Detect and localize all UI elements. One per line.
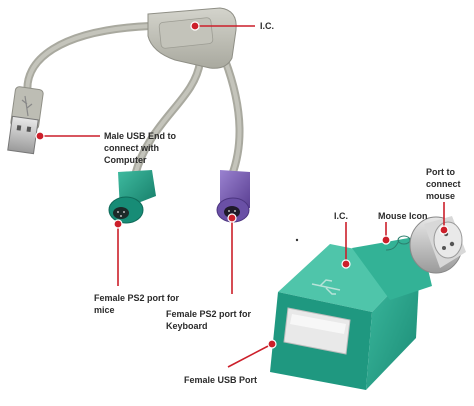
label-ic-adapter: I.C. <box>334 211 349 221</box>
label-usb-port: Female USB Port <box>184 375 258 385</box>
cable-hub <box>147 7 237 69</box>
green-ps2-connector <box>108 170 156 224</box>
usb-icon <box>311 279 341 295</box>
label-ic-top: I.C. <box>260 21 275 31</box>
label-male-usb: Male USB End to connect with Computer <box>104 131 177 165</box>
label-ps2-mice: Female PS2 port for mice <box>94 293 180 315</box>
label-port-mouse: Port to connect mouse <box>426 167 461 201</box>
usb-ps2-adapter <box>270 216 466 390</box>
label-mouse-icon: Mouse Icon <box>378 211 428 221</box>
usb-icon <box>21 95 33 117</box>
label-ps2-keyboard: Female PS2 port for Keyboard <box>166 309 252 331</box>
male-usb-plug <box>7 86 44 155</box>
leader-lines <box>40 25 445 368</box>
purple-ps2-connector <box>216 170 250 223</box>
leader-dots <box>35 21 449 349</box>
leader-usb-port <box>227 343 273 368</box>
splitter-cable <box>23 22 244 179</box>
